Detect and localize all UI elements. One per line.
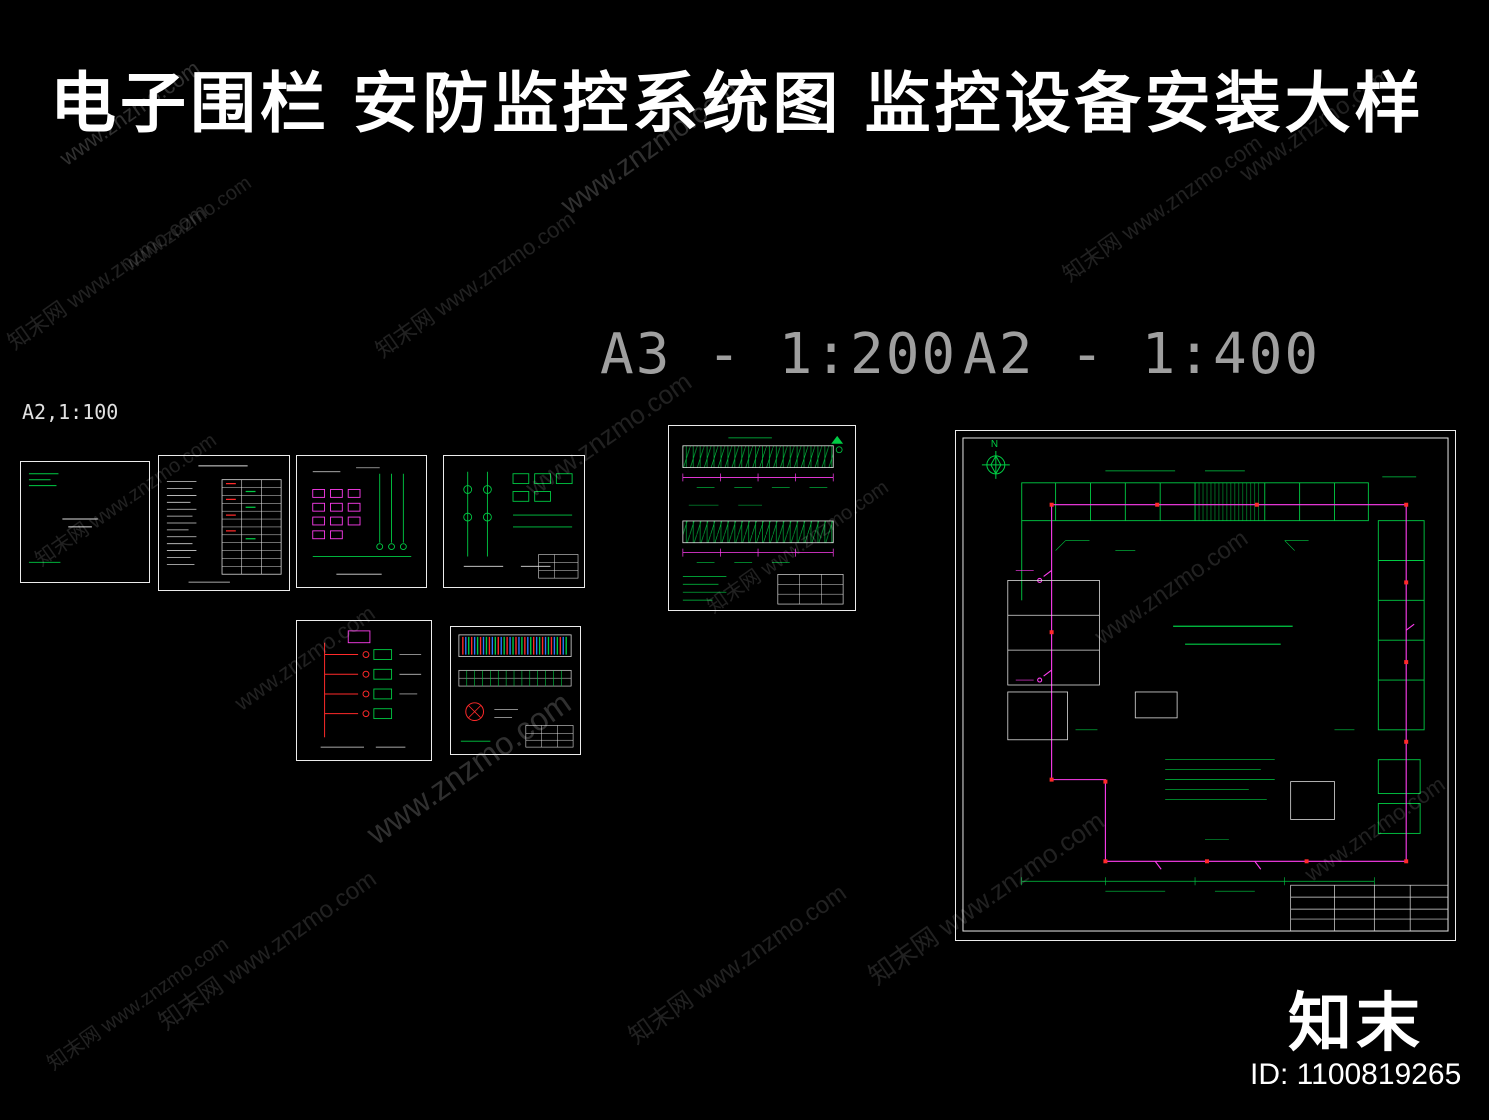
leader-labels bbox=[1055, 540, 1355, 840]
compass-icon bbox=[981, 450, 1010, 479]
watermark-text: 知末网 www.znzmo.com bbox=[624, 879, 852, 1050]
system-diagram-drawing bbox=[312, 467, 412, 575]
site-plan-panel: N bbox=[955, 430, 1456, 941]
device-schedule-drawing bbox=[166, 465, 282, 583]
system-diagram-panel bbox=[296, 455, 427, 588]
page-title: 电子围栏 安防监控系统图 监控设备安装大样 bbox=[50, 66, 1425, 140]
wiring-diagram-panel bbox=[443, 455, 585, 588]
watermark-text: 知末网 www.znzmo.com bbox=[1057, 130, 1267, 287]
watermark-text: www.znzmo.com bbox=[120, 171, 256, 277]
power-distribution-drawing bbox=[320, 630, 422, 748]
legend-note-drawing bbox=[28, 473, 98, 563]
install-detail-drawing bbox=[458, 634, 574, 748]
wiring-diagram-drawing bbox=[463, 471, 579, 579]
title-block bbox=[1290, 884, 1449, 932]
electronic-fence-line bbox=[1015, 504, 1415, 870]
watermark-text: 知末网 www.znzmo.com bbox=[154, 865, 382, 1036]
scale-label-a2-400: A2 - 1:400 bbox=[963, 322, 1321, 387]
watermark-text: 知末网 www.znzmo.com bbox=[370, 206, 580, 363]
fence-elevation-drawing bbox=[682, 435, 844, 605]
fence-elevation-panel bbox=[668, 425, 856, 611]
white-building-blocks bbox=[1007, 580, 1335, 820]
title-block bbox=[777, 574, 844, 605]
compass-n-label: N bbox=[991, 439, 998, 450]
device-schedule-panel bbox=[158, 455, 290, 591]
install-detail-panel bbox=[450, 626, 581, 755]
watermark-text: 知末网 www.znzmo.com bbox=[43, 933, 233, 1075]
fence-node-markers bbox=[1049, 502, 1409, 864]
image-id-label: ID: 1100819265 bbox=[1250, 1058, 1462, 1091]
scale-label-a2-100: A2,1:100 bbox=[22, 400, 119, 424]
north-arrow-icon bbox=[831, 435, 844, 444]
power-distribution-panel bbox=[296, 620, 432, 761]
building-outlines bbox=[1021, 482, 1425, 834]
site-plan-drawing: N bbox=[962, 437, 1449, 932]
znzmo-logo: 知末 bbox=[1288, 987, 1424, 1059]
watermark-text: 知末网 www.znzmo.com bbox=[2, 198, 212, 355]
scale-label-a3-200: A3 - 1:200 bbox=[600, 322, 958, 387]
legend-note-panel bbox=[20, 461, 150, 583]
